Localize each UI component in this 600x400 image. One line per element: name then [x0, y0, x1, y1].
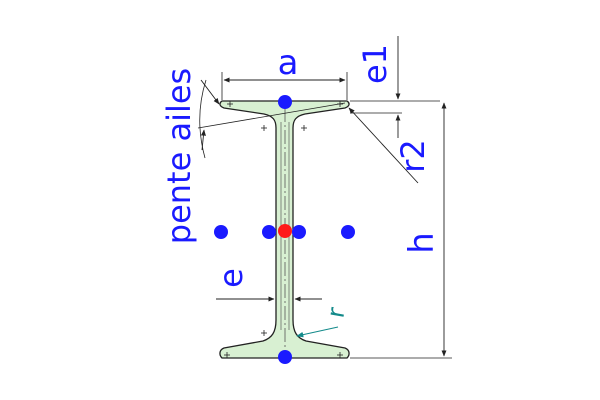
dimension-r2	[348, 107, 419, 184]
label-pente-ailes: pente ailes	[160, 68, 198, 244]
label-r2: r2	[394, 139, 432, 173]
dimension-e	[216, 290, 322, 305]
dimension-h	[350, 102, 452, 359]
dimension-a	[221, 72, 348, 100]
label-a: a	[278, 43, 299, 83]
label-r: r	[321, 305, 350, 320]
label-h: h	[402, 232, 442, 254]
point-bottom	[278, 350, 292, 364]
dimension-e1	[350, 36, 440, 138]
label-e1: e1	[356, 44, 394, 84]
dimension-pente-ailes	[197, 79, 346, 159]
dimension-r	[296, 326, 339, 338]
construction-marks	[224, 101, 343, 358]
label-e: e	[212, 268, 250, 288]
point-right-inner	[292, 225, 306, 239]
point-top	[278, 95, 292, 109]
point-center	[278, 224, 292, 238]
points	[214, 95, 355, 364]
point-left-outer	[214, 225, 228, 239]
point-left-inner	[262, 225, 276, 239]
point-right-outer	[341, 225, 355, 239]
